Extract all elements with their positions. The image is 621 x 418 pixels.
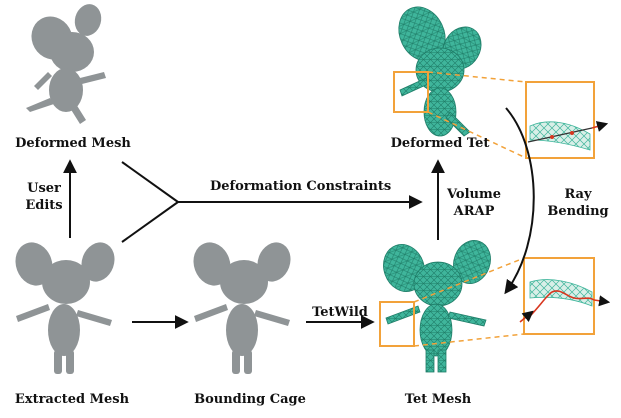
tet-mesh-label: Tet Mesh xyxy=(404,392,472,407)
deformed-tet-inset xyxy=(525,81,595,159)
extracted-mesh-figure xyxy=(15,242,115,374)
user-edits-label: User Edits xyxy=(22,180,66,214)
volume-arap-line1: Volume xyxy=(447,187,501,202)
bounding-cage-figure xyxy=(193,242,291,374)
ray-bending-line1: Ray xyxy=(564,187,592,202)
tetwild-label: TetWild xyxy=(312,305,368,320)
constraints-branch-bottom xyxy=(121,201,179,243)
ray-bending-label: Ray Bending xyxy=(546,186,610,220)
tet-mesh-figure xyxy=(383,240,491,373)
constraints-branch-top xyxy=(121,161,179,203)
deformed-tet-zoom-box xyxy=(393,71,429,113)
tet-mesh-inset xyxy=(523,257,595,335)
deformed-mesh-figure xyxy=(26,4,106,124)
deformed-inset-content xyxy=(527,121,609,151)
volume-arap-line2: ARAP xyxy=(453,204,495,219)
pipeline-arrows xyxy=(63,107,535,329)
inset-boxes xyxy=(379,71,595,347)
user-edits-line1: User xyxy=(27,181,61,196)
tet-mesh-inset-content xyxy=(519,279,611,323)
tet-mesh-zoom-box xyxy=(379,301,415,347)
deformed-tet-label: Deformed Tet xyxy=(390,136,490,151)
deformation-constraints-label: Deformation Constraints xyxy=(210,179,392,194)
volume-arap-label: Volume ARAP xyxy=(446,186,502,220)
extracted-mesh-label: Extracted Mesh xyxy=(14,392,130,407)
deformed-tet-figure xyxy=(398,6,482,137)
user-edits-line2: Edits xyxy=(25,198,63,213)
ray-bending-arrow xyxy=(504,107,535,295)
deformed-mesh-label: Deformed Mesh xyxy=(15,136,131,151)
bounding-cage-label: Bounding Cage xyxy=(194,392,306,407)
ray-bending-line2: Bending xyxy=(547,204,609,219)
